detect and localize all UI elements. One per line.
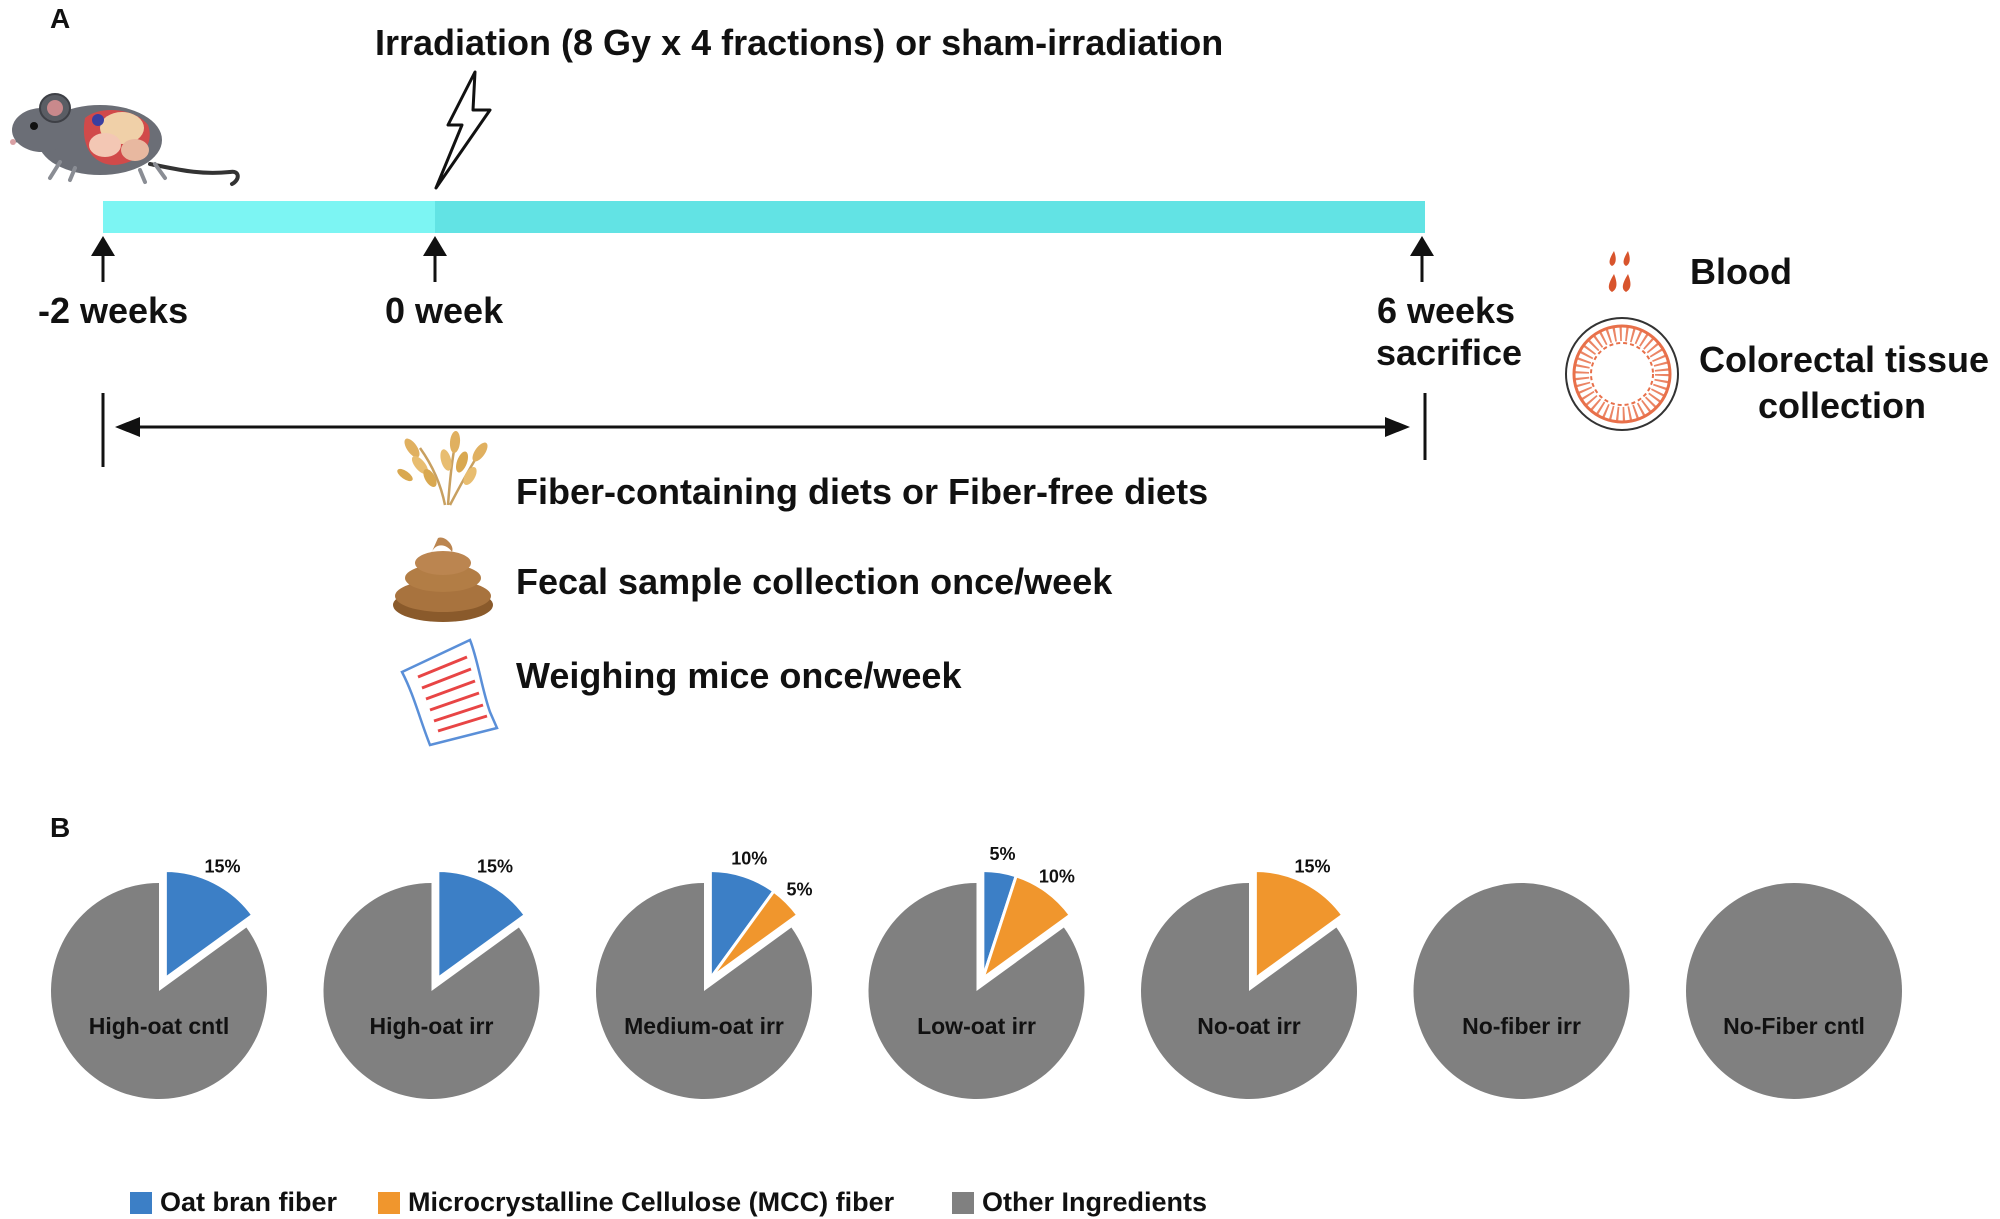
pie-low-oat-irr: 5% 10% Low-oat irr xyxy=(868,844,1085,1100)
pie-slice-oat xyxy=(163,869,255,981)
timeline-bar-prediet xyxy=(103,201,435,233)
pie-slice-mcc xyxy=(708,889,800,981)
pie-slice-mcc xyxy=(1253,869,1345,981)
paper-icon xyxy=(400,638,499,747)
procedure-diets-text: Fiber-containing diets or Fiber-free die… xyxy=(516,471,1208,512)
pie-name-label: Medium-oat irr xyxy=(624,1013,784,1039)
timepoint-arrow-end xyxy=(1410,236,1434,282)
pie-high-oat-cntl: 15% High-oat cntl xyxy=(51,856,268,1100)
legend-label-mcc: Microcrystalline Cellulose (MCC) fiber xyxy=(408,1187,895,1217)
pie-no-fiber-irr: No-fiber irr xyxy=(1413,883,1630,1099)
tissue-collection-sublabel: collection xyxy=(1758,385,1926,426)
pie-label-oat: 10% xyxy=(731,849,767,869)
pie-slice-other xyxy=(323,883,540,1100)
timepoint-zero-label: 0 week xyxy=(385,290,504,331)
pie-slice-other xyxy=(868,883,1085,1100)
colorectal-tissue-icon xyxy=(1565,317,1679,431)
irradiation-title: Irradiation (8 Gy x 4 fractions) or sham… xyxy=(375,22,1223,63)
pie-no-fiber-cntl: No-Fiber cntl xyxy=(1686,883,1902,1099)
pie-slice-other xyxy=(596,883,813,1100)
timepoint-arrow-start xyxy=(91,236,115,282)
pie-label-mcc: 10% xyxy=(1039,867,1075,887)
pie-high-oat-irr: 15% High-oat irr xyxy=(323,856,540,1100)
pie-label-mcc: 5% xyxy=(786,879,812,899)
pie-name-label: Low-oat irr xyxy=(917,1013,1036,1039)
pie-name-label: High-oat cntl xyxy=(89,1013,230,1039)
pie-slice-other xyxy=(1141,883,1357,1100)
pie-slice-oat xyxy=(436,869,527,981)
legend-label-oat: Oat bran fiber xyxy=(160,1187,338,1217)
panel-a-label: A xyxy=(50,3,70,34)
pie-slice-other xyxy=(51,883,268,1100)
procedure-fecal-text: Fecal sample collection once/week xyxy=(516,561,1113,602)
timepoint-end-label: 6 weeks xyxy=(1377,290,1515,331)
legend-item-other: Other Ingredients xyxy=(952,1187,1207,1217)
legend-swatch-other xyxy=(952,1192,974,1214)
diet-duration-arrow xyxy=(101,393,1427,467)
pie-name-label: High-oat irr xyxy=(370,1013,494,1039)
pie-slice-other xyxy=(1686,883,1902,1099)
lightning-icon xyxy=(434,70,492,190)
pie-label-oat: 5% xyxy=(990,844,1016,864)
procedure-weighing-text: Weighing mice once/week xyxy=(516,655,962,696)
panel-b: B 15% High-oat cntl 15% High-oat irr 10% 5% Me… xyxy=(50,812,1902,1217)
timeline-bar-postirradiation xyxy=(435,201,1425,233)
legend-item-mcc: Microcrystalline Cellulose (MCC) fiber xyxy=(378,1187,895,1217)
timepoint-arrow-zero xyxy=(423,236,447,282)
oat-icon xyxy=(397,431,488,506)
pie-slice-mcc xyxy=(981,874,1072,981)
tissue-collection-label: Colorectal tissue xyxy=(1699,339,1989,380)
panel-a: A Irradiation (8 Gy x 4 fractions) or sh… xyxy=(10,3,1989,747)
legend-label-other: Other Ingredients xyxy=(982,1187,1207,1217)
pie-label-mcc: 15% xyxy=(1295,856,1331,876)
pie-name-label: No-oat irr xyxy=(1197,1013,1301,1039)
legend-swatch-oat xyxy=(130,1192,152,1214)
pie-name-label: No-fiber irr xyxy=(1462,1013,1581,1039)
mouse-icon xyxy=(10,93,240,186)
legend-swatch-mcc xyxy=(378,1192,400,1214)
timepoint-end-sublabel: sacrifice xyxy=(1376,332,1522,373)
timepoint-start-label: -2 weeks xyxy=(38,290,188,331)
pie-medium-oat-irr: 10% 5% Medium-oat irr xyxy=(596,849,813,1100)
blood-label: Blood xyxy=(1690,251,1792,292)
pie-slice-other xyxy=(1413,883,1630,1099)
chart-legend: Oat bran fiber Microcrystalline Cellulose… xyxy=(130,1187,1207,1217)
legend-item-oat: Oat bran fiber xyxy=(130,1187,338,1217)
pie-label-oat: 15% xyxy=(205,856,241,876)
blood-drops-icon xyxy=(1608,251,1631,292)
panel-b-label: B xyxy=(50,812,70,843)
pie-no-oat-irr: 15% No-oat irr xyxy=(1141,856,1357,1100)
pie-name-label: No-Fiber cntl xyxy=(1723,1013,1865,1039)
pie-charts: 15% High-oat cntl 15% High-oat irr 10% 5% Medi… xyxy=(51,844,1902,1100)
feces-icon xyxy=(393,537,493,622)
pie-label-oat: 15% xyxy=(477,856,513,876)
